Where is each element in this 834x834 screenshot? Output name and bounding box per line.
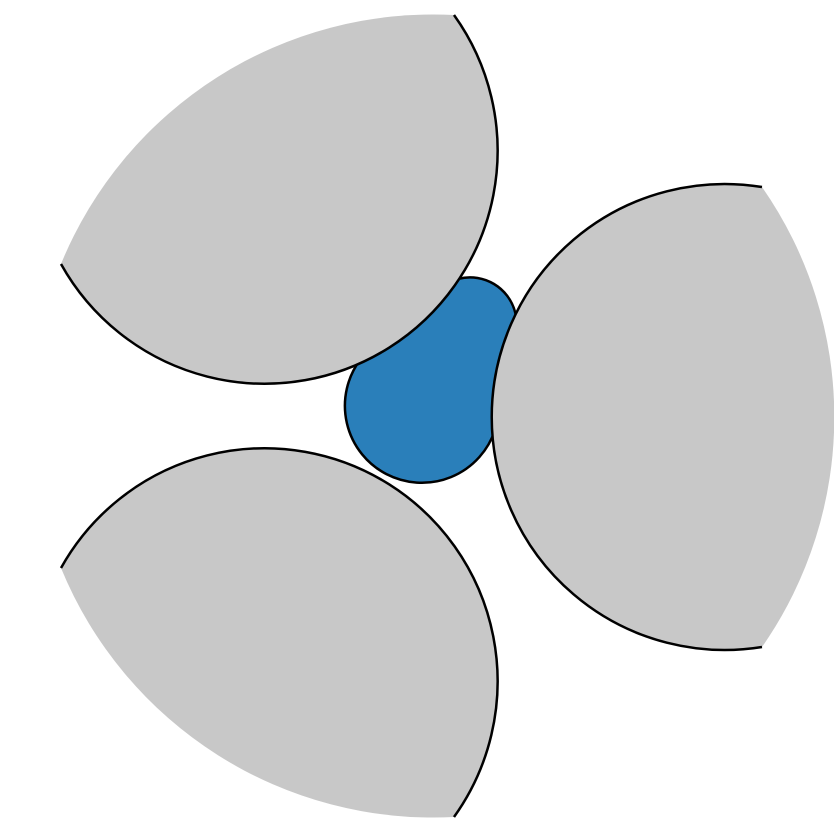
- lobe-top-left-fill: [61, 14, 498, 384]
- lobe-bottom-left-fill: [61, 448, 498, 818]
- lobe-bottom-left-outline: [59, 447, 499, 818]
- lobe-top-left-outline: [59, 14, 499, 385]
- lobe-bottom-left: [59, 447, 499, 818]
- lobe-top-left: [59, 14, 499, 385]
- lobe-right-fill: [491, 184, 834, 650]
- lobe-right-outline: [490, 182, 763, 652]
- lobe-right: [490, 182, 834, 652]
